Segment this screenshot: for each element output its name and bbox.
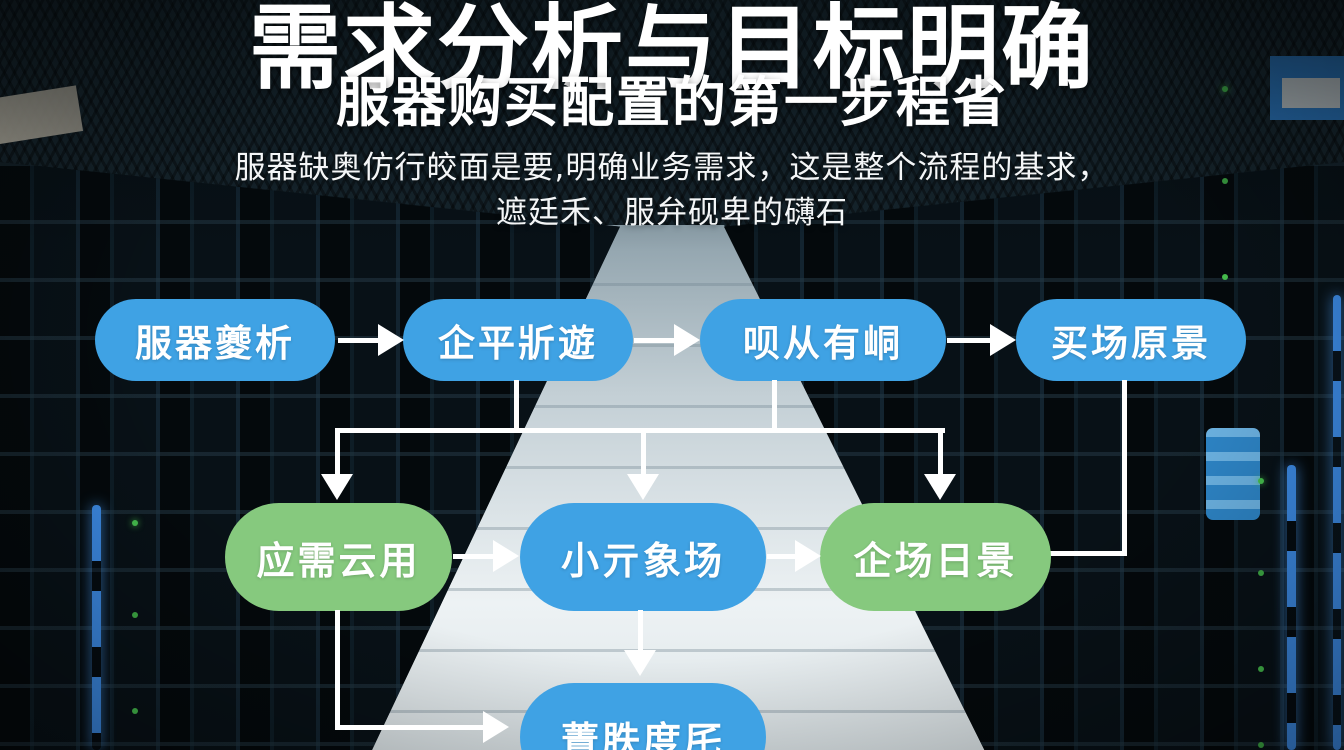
- flow-node-label: 呗从有峒: [743, 322, 903, 365]
- connector-drop-1: [335, 428, 340, 474]
- flow-node-row3-1: 蔶胅度厇: [520, 683, 766, 750]
- rack-label-tag: [1206, 428, 1260, 520]
- flow-node-row1-4: 买场原景: [1016, 299, 1246, 381]
- page-subtitle: 服器购买配置的第一步程省: [336, 71, 1008, 134]
- flow-node-row1-2: 企平斨遊: [403, 299, 633, 381]
- flow-node-row2-1: 应需云用: [225, 503, 452, 611]
- arrow-right-icon: [483, 711, 509, 743]
- connector-from-node2: [514, 380, 519, 432]
- arrow-right-icon: [493, 540, 519, 572]
- flow-node-label: 服器夔析: [135, 322, 295, 365]
- connector-green1-right: [335, 725, 485, 730]
- connector-drop-2: [641, 428, 646, 474]
- flow-node-label: 小亓象场: [560, 538, 725, 583]
- connector-from-node4-horizontal: [1050, 551, 1127, 556]
- page-description: 服器缺奥仿行皎面是要,明确业务需求，这是整个流程的基求， 遮廷禾、服弁砚卑的礴石: [0, 146, 1344, 236]
- arrow-right-icon: [990, 324, 1016, 356]
- description-line-2: 遮廷禾、服弁砚卑的礴石: [496, 195, 848, 231]
- flow-node-label: 企平斨遊: [438, 322, 598, 365]
- status-leds-right: [1258, 478, 1264, 484]
- led-strip-left: [92, 505, 101, 750]
- arrow-down-icon: [321, 474, 353, 500]
- arrow-line-r2-1: [453, 554, 495, 559]
- connector-blue2-down: [638, 610, 643, 652]
- arrow-line-r1-3: [947, 338, 992, 343]
- flow-node-row2-2: 小亓象场: [520, 503, 766, 611]
- status-leds-left: [132, 520, 138, 526]
- description-line-1: 服器缺奥仿行皎面是要,明确业务需求，这是整个流程的基求，: [234, 150, 1110, 186]
- arrow-right-icon: [795, 540, 821, 572]
- arrow-right-icon: [378, 324, 404, 356]
- connector-from-node3: [772, 380, 777, 432]
- led-strip-far-right: [1333, 295, 1341, 750]
- flow-node-row1-3: 呗从有峒: [700, 299, 946, 381]
- arrow-down-icon: [627, 474, 659, 500]
- page-title: 需求分析与目标明确: [248, 0, 1095, 102]
- connector-from-node4-vertical: [1122, 380, 1127, 556]
- arrow-line-r1-1: [338, 338, 380, 343]
- arrow-line-r2-2: [767, 554, 797, 559]
- connector-drop-3: [938, 428, 943, 474]
- connector-green1-down: [335, 610, 340, 730]
- top-shade-overlay: [0, 0, 1344, 250]
- flow-node-row2-3: 企场日景: [820, 503, 1051, 611]
- led-strip-right: [1287, 465, 1296, 750]
- arrow-line-r1-2: [634, 338, 676, 343]
- flow-node-label: 买场原景: [1051, 322, 1211, 365]
- flow-node-row1-1: 服器夔析: [95, 299, 335, 381]
- flow-node-label: 蔶胅度厇: [560, 718, 725, 750]
- arrow-right-icon: [674, 324, 700, 356]
- connector-distribution-line: [335, 428, 945, 433]
- arrow-down-icon: [624, 650, 656, 676]
- flow-node-label: 企场日景: [853, 538, 1018, 583]
- flow-node-label: 应需云用: [256, 538, 421, 583]
- arrow-down-icon: [924, 474, 956, 500]
